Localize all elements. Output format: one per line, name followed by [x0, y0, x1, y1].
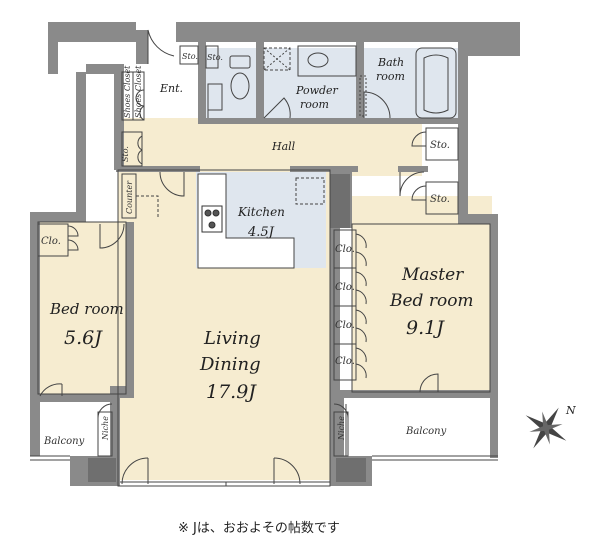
- compass-label: N: [565, 404, 576, 417]
- label-master-2: Bed room: [389, 291, 474, 311]
- label-sto-right-1: Sto.: [430, 140, 450, 151]
- label-balcony-left: Balcony: [43, 436, 85, 447]
- balcony-left-floor: [30, 404, 104, 456]
- label-sto-top: Sto.: [182, 52, 198, 61]
- columns: [88, 174, 366, 482]
- label-shoes-closet-1: Shoes Closet: [123, 65, 132, 118]
- balcony-right-floor: [346, 404, 492, 456]
- label-sto-hall: Sto.: [121, 146, 130, 162]
- label-dining: Dining: [199, 354, 261, 375]
- label-hall: Hall: [271, 140, 296, 153]
- bath-floor: [364, 48, 458, 120]
- label-powder-1: Powder: [295, 84, 339, 97]
- label-bedroom: Bed room: [49, 300, 124, 318]
- master-bedroom-floor: [352, 196, 492, 392]
- label-shoes-closet-2: Shoes Closet: [134, 65, 143, 118]
- label-balcony-right: Balcony: [405, 426, 447, 437]
- stove: [201, 205, 223, 233]
- label-living-size: 17.9J: [206, 381, 257, 403]
- door-swings: [39, 29, 439, 485]
- label-master-size: 9.1J: [406, 317, 445, 339]
- label-niche-left: Niche: [101, 416, 110, 441]
- label-living: Living: [203, 328, 261, 349]
- label-bedroom-size: 5.6J: [64, 327, 103, 349]
- label-kitchen-size: 4.5J: [247, 225, 275, 240]
- label-powder-2: room: [300, 98, 329, 111]
- label-clo-3: Clo.: [335, 320, 355, 331]
- label-sto-toilet: Sto.: [207, 53, 223, 62]
- powder-floor: [262, 48, 358, 120]
- label-counter: Counter: [125, 180, 134, 214]
- compass-icon: [525, 407, 567, 449]
- bedroom-floor: [38, 222, 130, 394]
- label-bath-2: room: [376, 70, 405, 83]
- label-niche-right: Niche: [337, 416, 346, 441]
- label-kitchen: Kitchen: [237, 205, 285, 219]
- ent-floor: [148, 60, 198, 118]
- label-clo-bedroom: Clo.: [41, 236, 61, 247]
- label-ent: Ent.: [159, 82, 183, 95]
- label-sto-right-2: Sto.: [430, 194, 450, 205]
- label-bath-1: Bath: [377, 56, 404, 69]
- label-master-1: Master: [401, 265, 464, 285]
- label-clo-4: Clo.: [335, 356, 355, 367]
- footnote: ※ Jは、おおよその帖数です: [178, 521, 340, 536]
- label-clo-1: Clo.: [335, 244, 355, 255]
- label-clo-2: Clo.: [335, 282, 355, 293]
